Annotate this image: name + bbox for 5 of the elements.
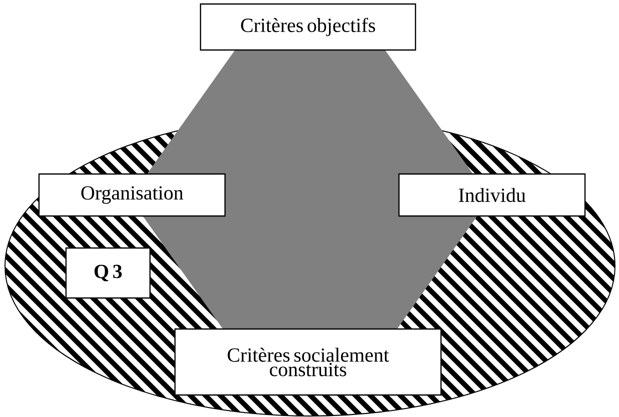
text-box: Q 3: [65, 247, 151, 299]
text-box: Organisation: [38, 173, 226, 217]
text-box: Critères objectifs: [200, 3, 416, 51]
text-box: Individu: [398, 173, 586, 217]
text-box: Critères socialement construits: [174, 328, 442, 396]
